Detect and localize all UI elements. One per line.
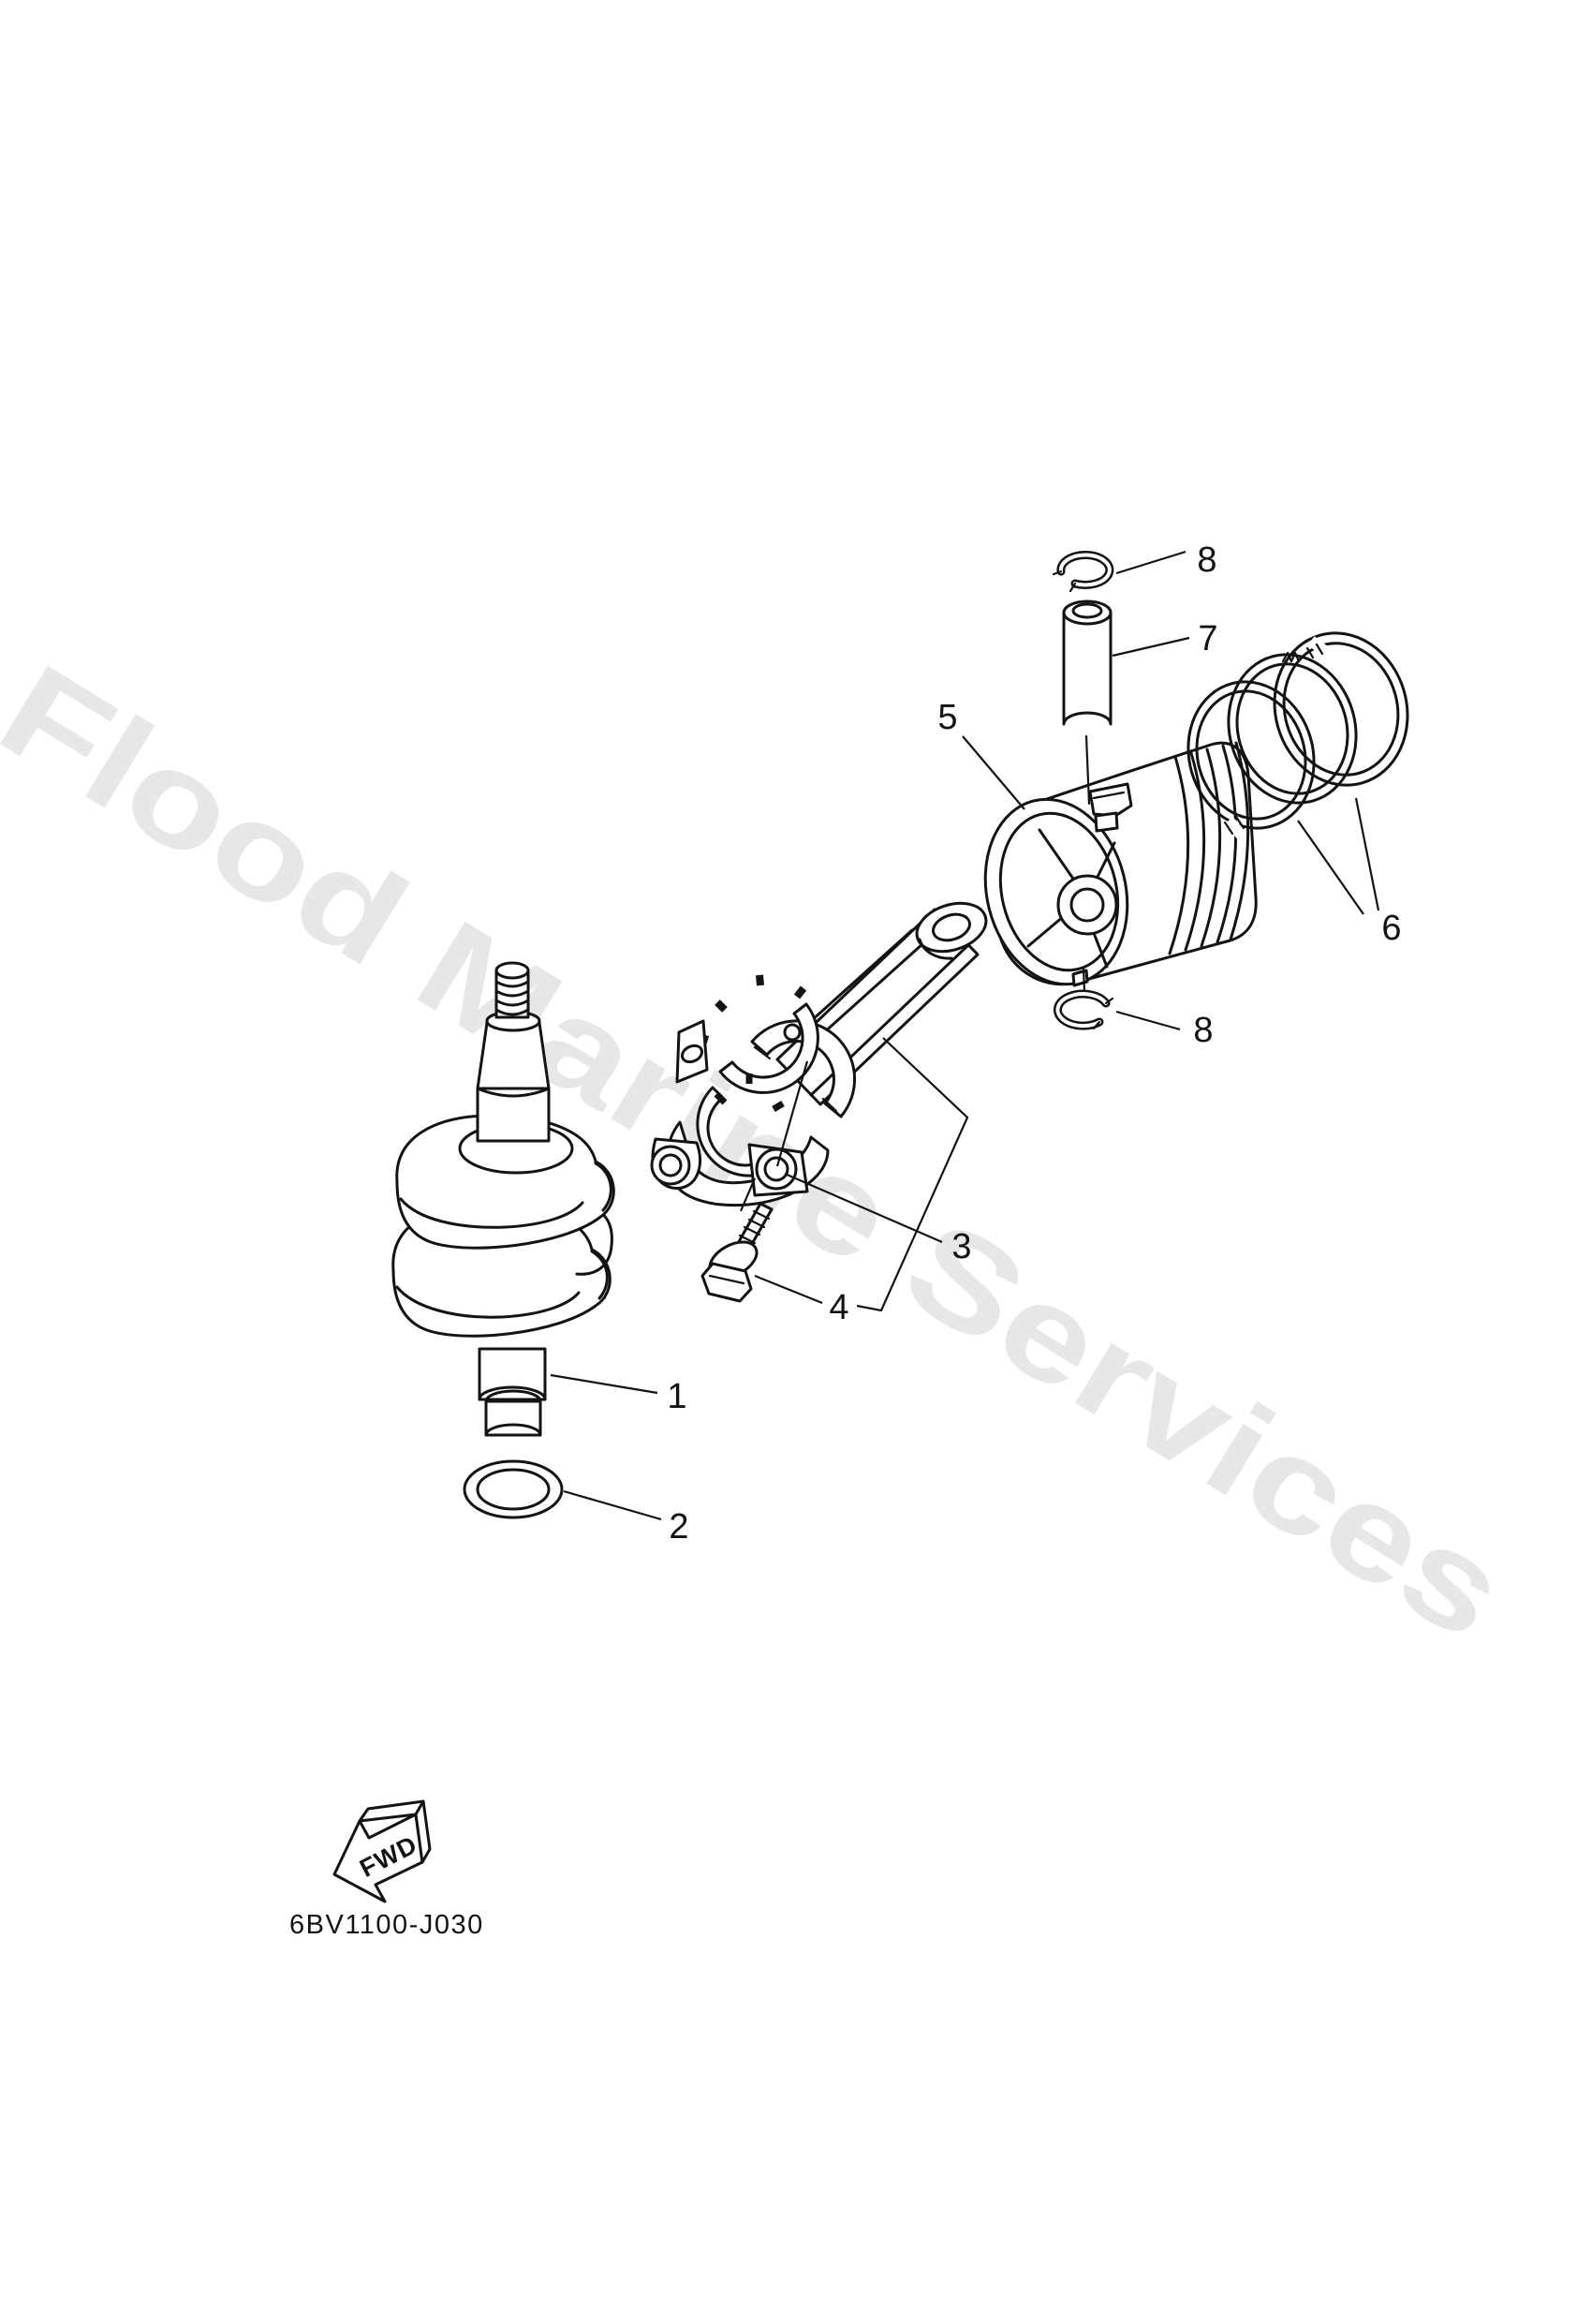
piston-ring-groove bbox=[1168, 755, 1190, 955]
callout-o-ring: 2 bbox=[669, 1507, 688, 1547]
leader-4-bent bbox=[856, 1037, 969, 1312]
o-ring-outer bbox=[463, 1459, 564, 1519]
pin-axis-line-upper bbox=[1084, 734, 1091, 806]
bolt-drawing bbox=[700, 1202, 774, 1303]
bolt-axis-line-lower bbox=[739, 1177, 757, 1212]
crankshaft-lower-stub bbox=[484, 1399, 542, 1437]
fwd-arrow: FWD bbox=[332, 1799, 432, 1903]
o-ring-drawing bbox=[463, 1459, 564, 1519]
piston-pin-body bbox=[1062, 611, 1113, 726]
piston-ring-3 bbox=[1273, 631, 1409, 787]
leader-2 bbox=[563, 1489, 662, 1521]
leader-6b bbox=[1354, 797, 1380, 911]
callout-bolt: 4 bbox=[829, 1288, 848, 1327]
leader-8-bottom bbox=[1115, 1010, 1181, 1031]
callout-piston: 5 bbox=[937, 698, 957, 737]
drawing-code: 6BV1100-J030 bbox=[289, 1910, 484, 1940]
callout-crankshaft: 1 bbox=[667, 1377, 686, 1416]
leader-4 bbox=[754, 1274, 823, 1305]
rod-shell-flange bbox=[675, 1019, 709, 1084]
leader-5 bbox=[962, 735, 1025, 810]
callout-piston-rings: 6 bbox=[1381, 909, 1401, 948]
piston-rings-drawing bbox=[1186, 631, 1409, 839]
leader-lines bbox=[550, 550, 1380, 1521]
circlip-top-drawing bbox=[1052, 551, 1114, 593]
callout-piston-pin: 7 bbox=[1198, 619, 1217, 659]
leader-8-top bbox=[1115, 550, 1186, 575]
callout-circlip-top: 8 bbox=[1197, 540, 1216, 580]
piston-ring-2 bbox=[1227, 651, 1358, 805]
crankshaft-drawing bbox=[391, 961, 615, 1437]
callout-connecting-rod: 3 bbox=[951, 1227, 971, 1266]
circlip-bottom-drawing bbox=[1054, 989, 1114, 1030]
leader-6a bbox=[1297, 820, 1364, 915]
rod-cap-drawing bbox=[650, 1073, 830, 1207]
piston-drawing bbox=[983, 734, 1258, 993]
rod-bearing-shell-upper bbox=[718, 1002, 819, 1094]
connecting-rod-drawing bbox=[675, 901, 988, 1118]
leader-7 bbox=[1112, 636, 1190, 658]
leader-1 bbox=[550, 1373, 658, 1395]
piston-pin-drawing bbox=[1062, 600, 1113, 726]
bolt-axis-line-upper bbox=[775, 1060, 809, 1167]
callout-labels: 8 7 5 6 8 3 4 1 2 bbox=[667, 540, 1401, 1547]
ring-expander-mark bbox=[1281, 651, 1301, 663]
pin-axis-line-lower bbox=[1082, 967, 1086, 993]
o-ring-inner bbox=[476, 1468, 551, 1511]
fwd-arrow-side-face bbox=[414, 1799, 432, 1864]
callout-circlip-bottom: 8 bbox=[1193, 1011, 1213, 1050]
crankshaft-taper bbox=[476, 1021, 551, 1090]
bolt-head bbox=[700, 1262, 753, 1303]
